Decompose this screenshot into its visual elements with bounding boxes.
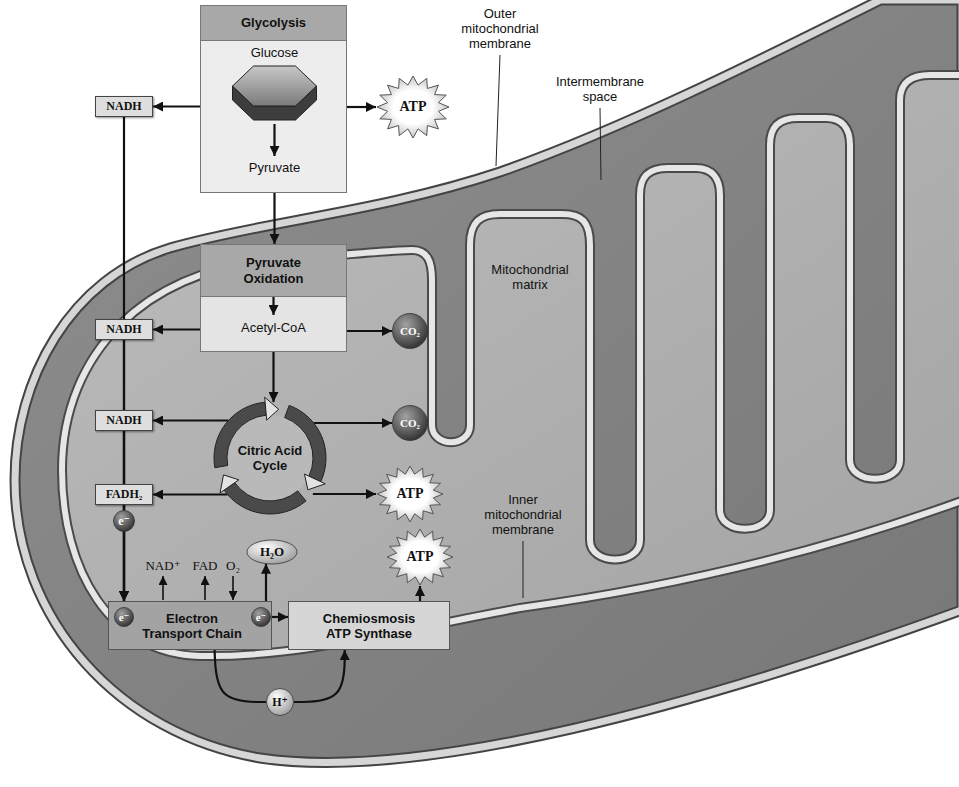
atp-burst-text: ATP: [397, 486, 424, 502]
ellipse-outline: [247, 540, 297, 564]
part-label: Intermembrane space: [550, 74, 650, 104]
flow-arrow: [153, 105, 200, 107]
cycle-ring-group: [214, 397, 326, 514]
proton-sphere-text: H⁺: [272, 695, 288, 710]
carrier-box-text: NADH: [106, 99, 141, 114]
sphere-outline: [267, 689, 294, 716]
carrier-box: NADH: [95, 319, 153, 340]
burst-outline: [387, 529, 453, 585]
flow-arrow: [273, 124, 275, 156]
leader-line: [523, 541, 524, 598]
complex-box: Electron Transport Chain e⁻ e⁻: [108, 601, 272, 650]
cycle-ring-text: Citric Acid Cycle: [234, 443, 306, 473]
cycle-ring: Citric Acid Cycle: [208, 396, 332, 520]
cycle-arrowhead: [304, 474, 325, 490]
water-ellipse: H₂O: [246, 539, 298, 565]
cycle-arrowhead: [265, 397, 279, 420]
hexagon-face: [233, 66, 317, 106]
synthase-box-text: Chemiosmosis ATP Synthase: [313, 611, 425, 641]
flow-arrow: [153, 419, 228, 421]
atp-burst-text: ATP: [407, 549, 434, 565]
sphere-outline: [393, 314, 428, 349]
leader-line: [600, 108, 601, 180]
sphere-outline: [114, 511, 135, 532]
burst-outline: [377, 76, 449, 138]
flow-arrow: [123, 340, 125, 601]
molecule-name: Pyruvate: [221, 156, 328, 178]
inner-membrane: [62, 75, 959, 656]
co2-sphere-text: CO₂: [400, 325, 420, 337]
flow-arrow: [153, 328, 200, 330]
flow-arrow: [314, 422, 392, 424]
leader-line: [496, 55, 500, 166]
electron-dot: e⁻: [114, 607, 134, 627]
flow-arrow: [271, 616, 288, 618]
molecule-icon: Glucose: [211, 44, 338, 124]
flow-arrow: [419, 586, 421, 601]
co2-sphere: CO₂: [392, 313, 428, 349]
atp-burst: ATP: [376, 75, 450, 139]
proton-sphere: H⁺: [266, 688, 294, 716]
cycle-arc: [224, 483, 306, 514]
carrier-box: NADH: [95, 96, 153, 117]
stage-heading: Glycolysis: [201, 6, 346, 41]
release-arrow: [204, 576, 206, 600]
electron-dot: e⁻: [113, 510, 135, 532]
sphere-outline: [252, 608, 271, 627]
sphere-outline: [115, 608, 134, 627]
part-label: Mitochondrial matrix: [480, 262, 580, 292]
part-label: Inner mitochondrial membrane: [473, 492, 573, 537]
electron-dot: e⁻: [251, 607, 271, 627]
complex-box-text: Electron Transport Chain: [136, 611, 248, 641]
flow-arrow: [265, 564, 267, 601]
molecule-name-text: Acetyl-CoA: [241, 320, 306, 335]
synthase-box: Chemiosmosis ATP Synthase: [288, 601, 450, 650]
water-ellipse-text: H₂O: [260, 544, 284, 560]
molecule-name-text: Pyruvate: [249, 160, 300, 175]
release-arrow: [162, 576, 164, 600]
stage-heading: Pyruvate Oxidation: [201, 245, 346, 297]
molecule-label: NAD⁺: [143, 558, 183, 574]
input-arrow: [232, 576, 234, 600]
stage-box: GlycolysisGlucosePyruvate: [200, 5, 347, 193]
carrier-box-text: FADH₂: [106, 487, 143, 502]
electron-dot-text: e⁻: [119, 611, 130, 624]
carrier-box: NADH: [95, 410, 153, 431]
cycle-arrowhead: [220, 475, 239, 493]
molecule-name: Acetyl-CoA: [211, 315, 336, 339]
flow-arrow: [153, 493, 228, 495]
flow-arrow: [294, 650, 345, 702]
molecule-label: FAD: [190, 558, 220, 574]
atp-burst-text: ATP: [400, 99, 427, 115]
part-label: Outer mitochondrial membrane: [450, 6, 550, 51]
flow-arrow: [347, 330, 392, 332]
flow-arrow: [272, 297, 274, 315]
co2-sphere: CO₂: [392, 405, 428, 441]
sphere-outline: [393, 406, 428, 441]
flow-arrow: [313, 493, 376, 495]
carrier-box: FADH₂: [95, 484, 153, 505]
flow-arrow: [215, 650, 266, 702]
carrier-box-text: NADH: [106, 413, 141, 428]
inner-membrane-highlight: [62, 75, 959, 656]
molecule-icon-text: Glucose: [211, 44, 338, 62]
co2-sphere-text: CO₂: [400, 417, 420, 429]
atp-burst: ATP: [376, 465, 444, 523]
atp-burst: ATP: [386, 528, 454, 586]
carrier-box-text: NADH: [106, 322, 141, 337]
molecule-label: O₂: [222, 558, 244, 574]
stage-box: Pyruvate OxidationAcetyl-CoA: [200, 244, 347, 352]
electron-dot-text: e⁻: [256, 611, 267, 624]
burst-outline: [377, 466, 443, 522]
electron-dot-text: e⁻: [118, 514, 130, 529]
flow-arrow: [347, 106, 376, 108]
